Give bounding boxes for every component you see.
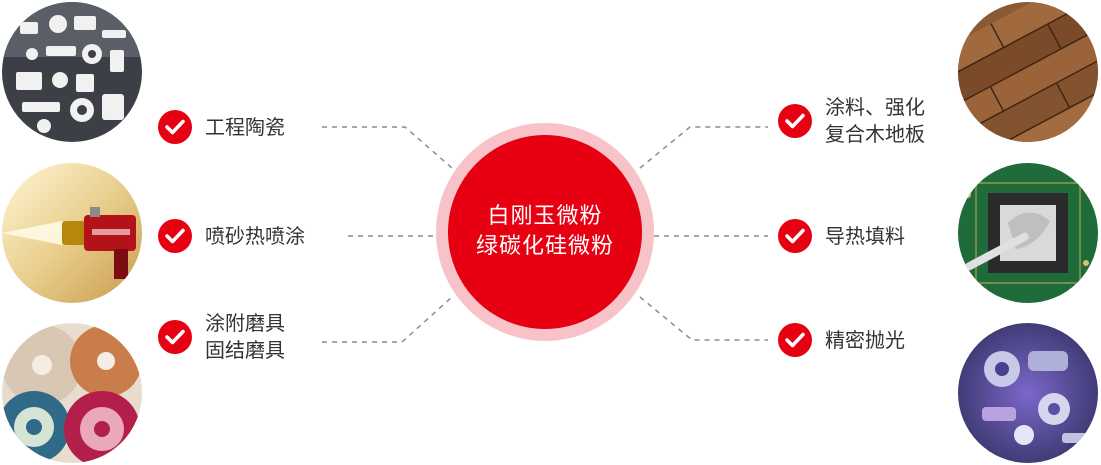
thermal-paste-circuit-photo xyxy=(958,163,1098,303)
connector-abrasives xyxy=(322,296,453,343)
check-icon xyxy=(158,219,192,253)
application-thermal-filler: 导热填料 xyxy=(778,219,905,253)
connector-flooring xyxy=(639,126,768,169)
wood-floor-photo xyxy=(958,2,1098,142)
thermal-spray-gun-photo xyxy=(2,163,142,303)
check-icon xyxy=(778,219,812,253)
application-label: 喷砂热喷涂 xyxy=(205,223,305,248)
application-label: 精密抛光 xyxy=(825,327,905,352)
application-abrasives: 涂附磨具 固结磨具 xyxy=(158,310,285,364)
center-title-line2: 绿碳化硅微粉 xyxy=(475,234,614,259)
application-label: 涂料、强化 复合木地板 xyxy=(825,95,925,146)
check-icon xyxy=(158,110,192,144)
application-label: 涂附磨具 固结磨具 xyxy=(205,311,285,362)
application-thermal-spray: 喷砂热喷涂 xyxy=(158,219,305,253)
application-ceramics: 工程陶瓷 xyxy=(158,110,285,144)
polished-metal-parts-photo xyxy=(958,323,1098,463)
check-icon xyxy=(158,320,192,354)
application-label: 导热填料 xyxy=(825,223,905,248)
application-polishing: 精密抛光 xyxy=(778,323,905,357)
ceramic-parts-photo xyxy=(2,2,142,142)
application-flooring: 涂料、强化 复合木地板 xyxy=(778,94,925,148)
center-hub: 白刚玉微粉 绿碳化硅微粉 xyxy=(448,135,642,329)
check-icon xyxy=(778,323,812,357)
check-icon xyxy=(778,104,812,138)
center-title-line1: 白刚玉微粉 xyxy=(487,204,603,229)
application-label: 工程陶瓷 xyxy=(205,114,285,139)
connector-polishing xyxy=(639,296,768,341)
grinding-wheels-photo xyxy=(2,323,142,463)
connector-ceramics xyxy=(322,126,453,169)
